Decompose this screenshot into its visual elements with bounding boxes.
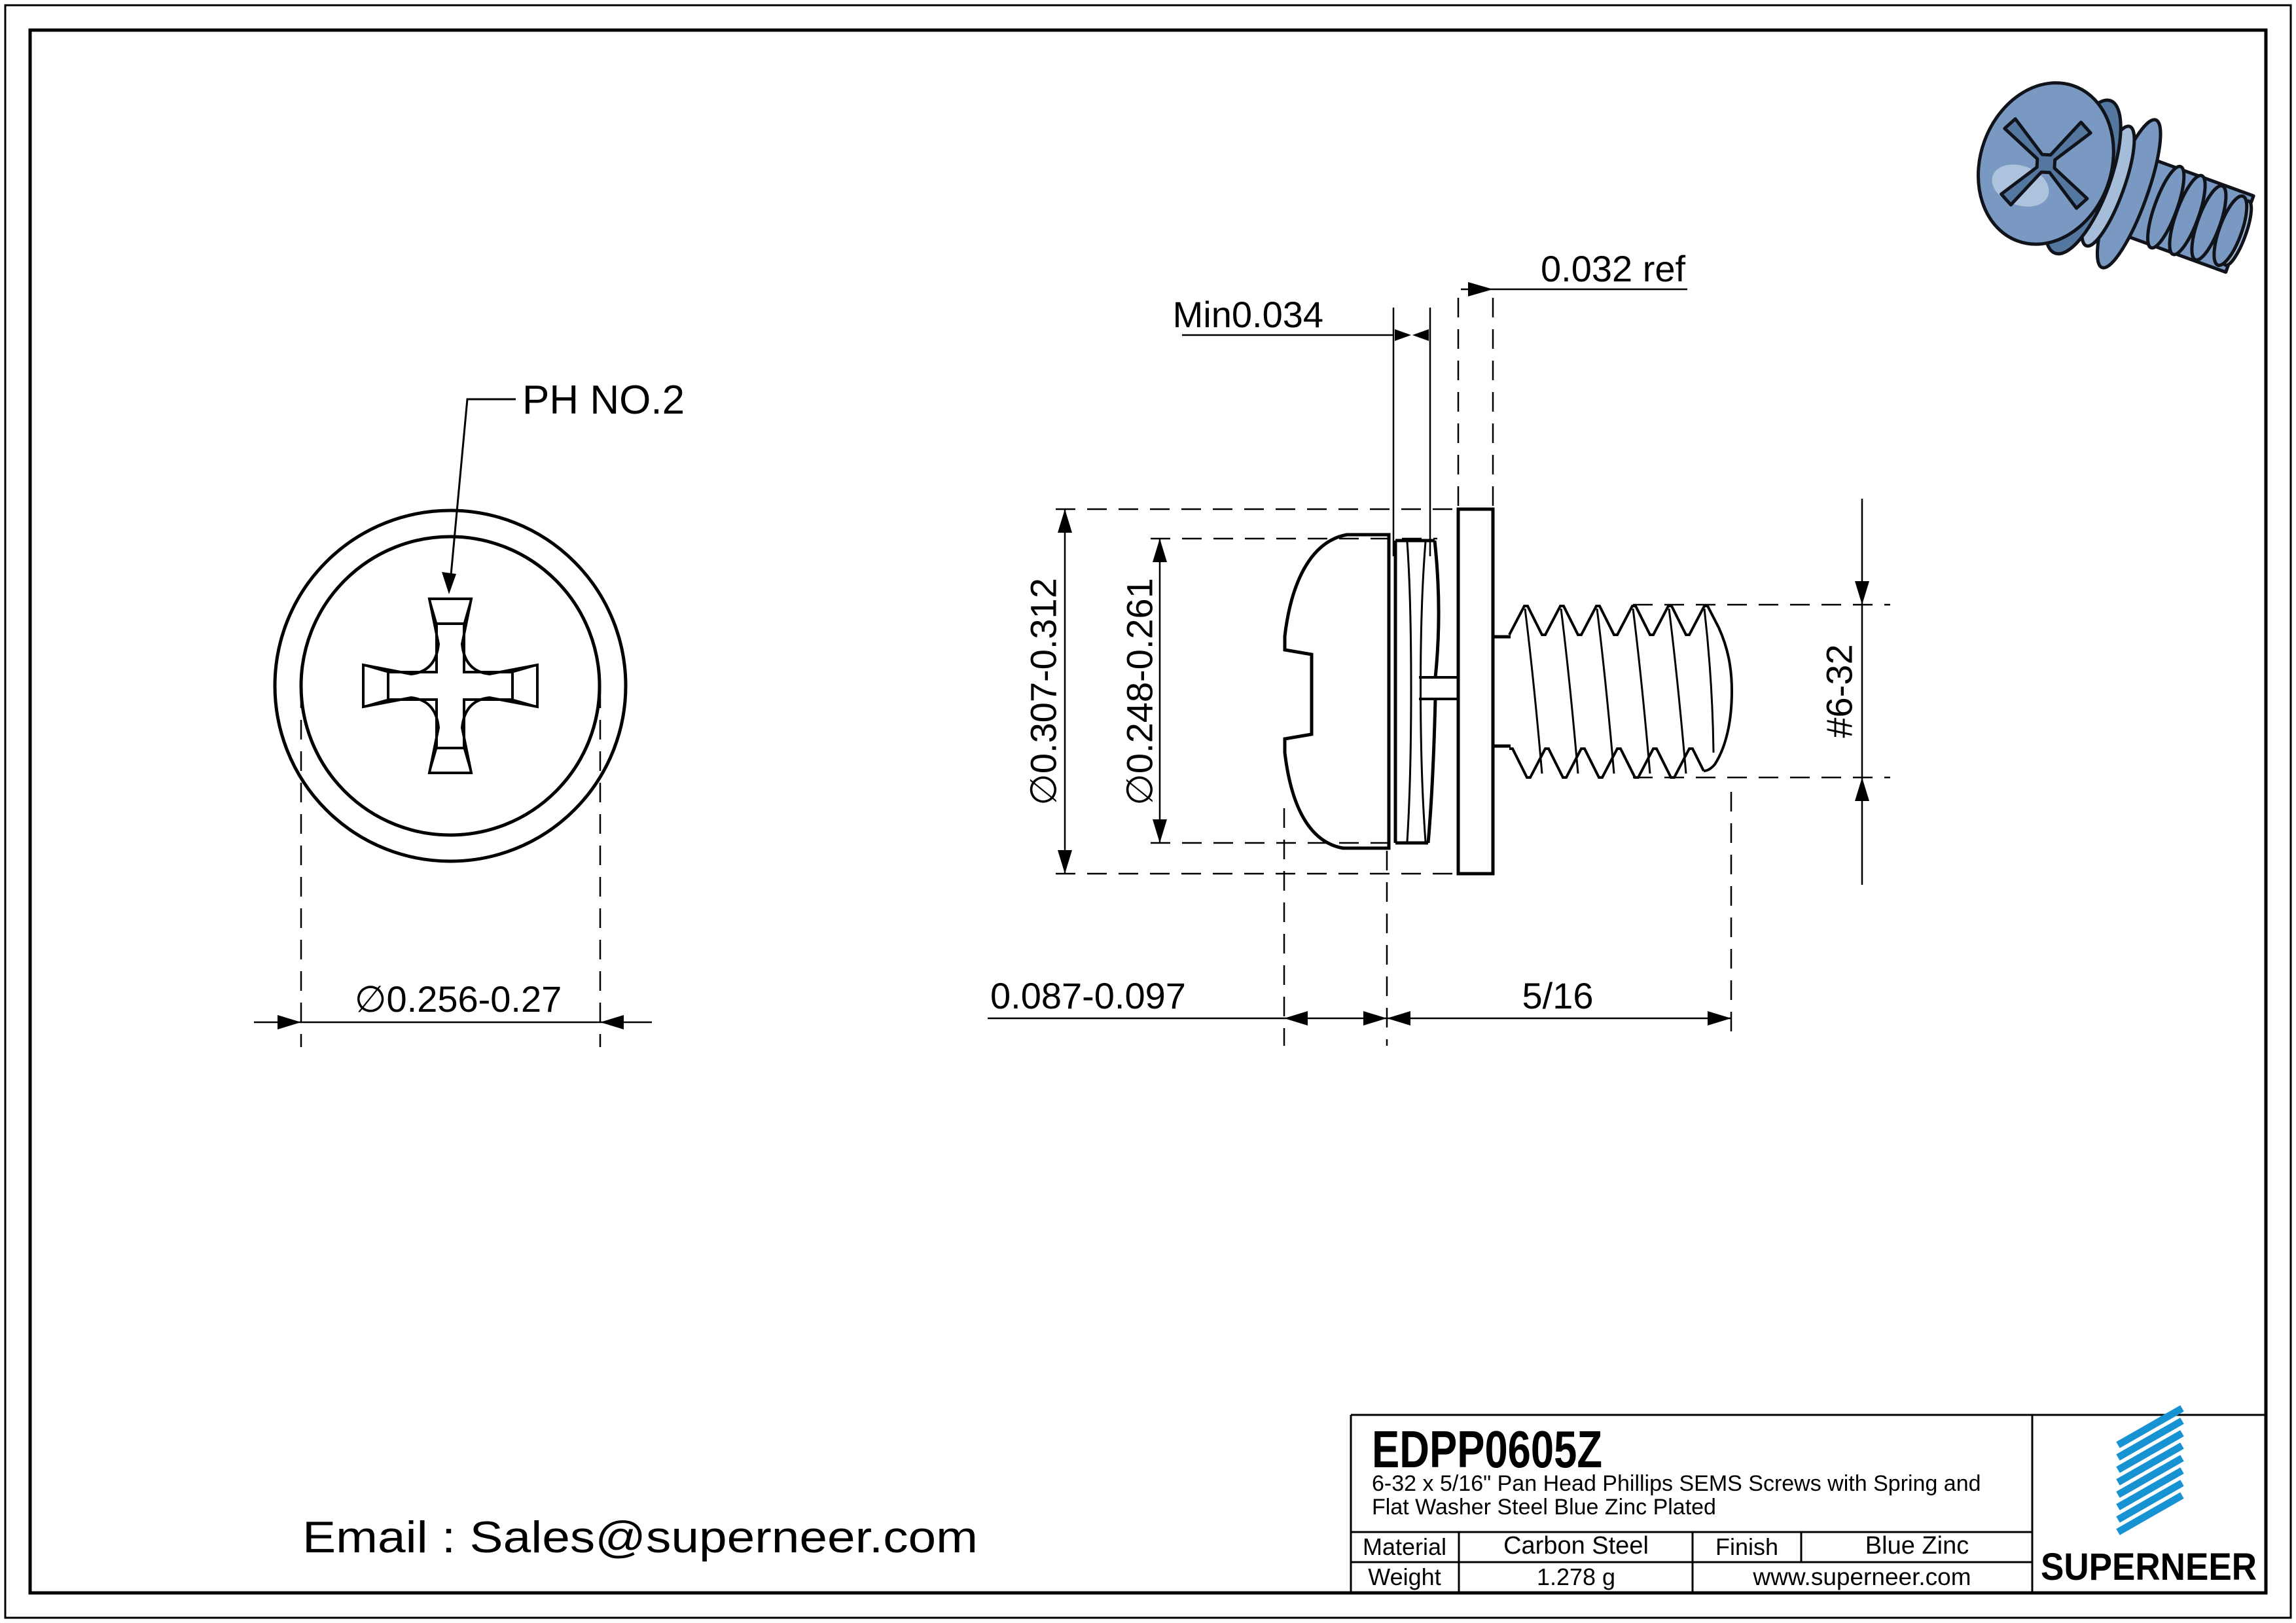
description-line-2: Flat Washer Steel Blue Zinc Plated: [1372, 1495, 1716, 1520]
threads: [1508, 605, 1734, 779]
head-od-circle: [299, 535, 601, 837]
dim-arrow: [1153, 819, 1167, 843]
side-view: ∅0.307-0.312 ∅0.248-0.261 Min0.034 0.032…: [988, 248, 1890, 1046]
finish-label: Finish: [1715, 1533, 1778, 1560]
spring-washer: [1393, 539, 1457, 845]
weight-value: 1.278 g: [1537, 1563, 1615, 1590]
head-height-dim: 0.087-0.097: [990, 975, 1186, 1016]
dim-arrow: [1153, 539, 1167, 562]
thread-spec-dim: #6-32: [1819, 644, 1860, 738]
dim-arrow: [1058, 850, 1072, 874]
phillips-recess-inner: [387, 622, 514, 749]
finish-value: Blue Zinc: [1865, 1532, 1969, 1560]
superneer-logo-stripes: [2116, 1405, 2184, 1535]
phillips-chisel-lines: [363, 598, 538, 774]
phillips-star-3d: [2000, 117, 2092, 210]
dim-arrow: [1855, 581, 1869, 605]
dim-arrow: [1058, 509, 1072, 533]
front-view: PH NO.2 ∅0.256-0.27: [254, 378, 685, 1047]
dim-arrow: [1395, 329, 1411, 341]
dim-arrow: [1387, 1011, 1410, 1026]
thread-flank-lines: [1524, 608, 1715, 774]
dim-arrow: [1363, 1011, 1387, 1026]
screw-3d-render: [1977, 81, 2255, 274]
website-link[interactable]: www.superneer.com: [1752, 1563, 1971, 1590]
head-diameter-dim: ∅0.256-0.27: [355, 978, 562, 1020]
dim-arrow: [1708, 1011, 1731, 1026]
phillips-callout: PH NO.2: [522, 378, 685, 423]
dim-arrow: [278, 1015, 301, 1029]
material-value: Carbon Steel: [1503, 1532, 1649, 1560]
flat-washer: [1456, 507, 1495, 876]
dim-arrow: [1855, 777, 1869, 801]
dim-arrow: [1284, 1011, 1308, 1026]
dim-arrow: [600, 1015, 624, 1029]
email-contact: Email : Sales@superneer.com: [302, 1512, 978, 1562]
callout-arrowhead: [442, 572, 456, 594]
drawing-frame: [28, 28, 2268, 1595]
flat-washer-thickness-dim: 0.032 ref: [1541, 248, 1685, 289]
callout-leader: [448, 398, 516, 590]
flat-washer-od-dim: ∅0.307-0.312: [1023, 578, 1064, 806]
part-number: EDPP0605Z: [1372, 1420, 1602, 1478]
spring-washer-thickness-dim: Min0.034: [1173, 294, 1323, 335]
thread-length-dim: 5/16: [1522, 975, 1594, 1016]
description-line-1: 6-32 x 5/16" Pan Head Phillips SEMS Scre…: [1372, 1471, 1981, 1496]
dim-arrow: [1412, 329, 1429, 341]
spring-washer-od-dim: ∅0.248-0.261: [1119, 578, 1160, 806]
material-label: Material: [1363, 1533, 1446, 1560]
washer-od-circle: [273, 508, 628, 863]
brand-name: SUPERNEER: [2041, 1546, 2257, 1588]
dim-arrow: [1468, 282, 1493, 296]
title-block: EDPP0605Z 6-32 x 5/16" Pan Head Phillips…: [1350, 1405, 2266, 1593]
weight-label: Weight: [1368, 1563, 1441, 1590]
head-profile: [1283, 533, 1391, 850]
outer-border: [4, 4, 2292, 1619]
